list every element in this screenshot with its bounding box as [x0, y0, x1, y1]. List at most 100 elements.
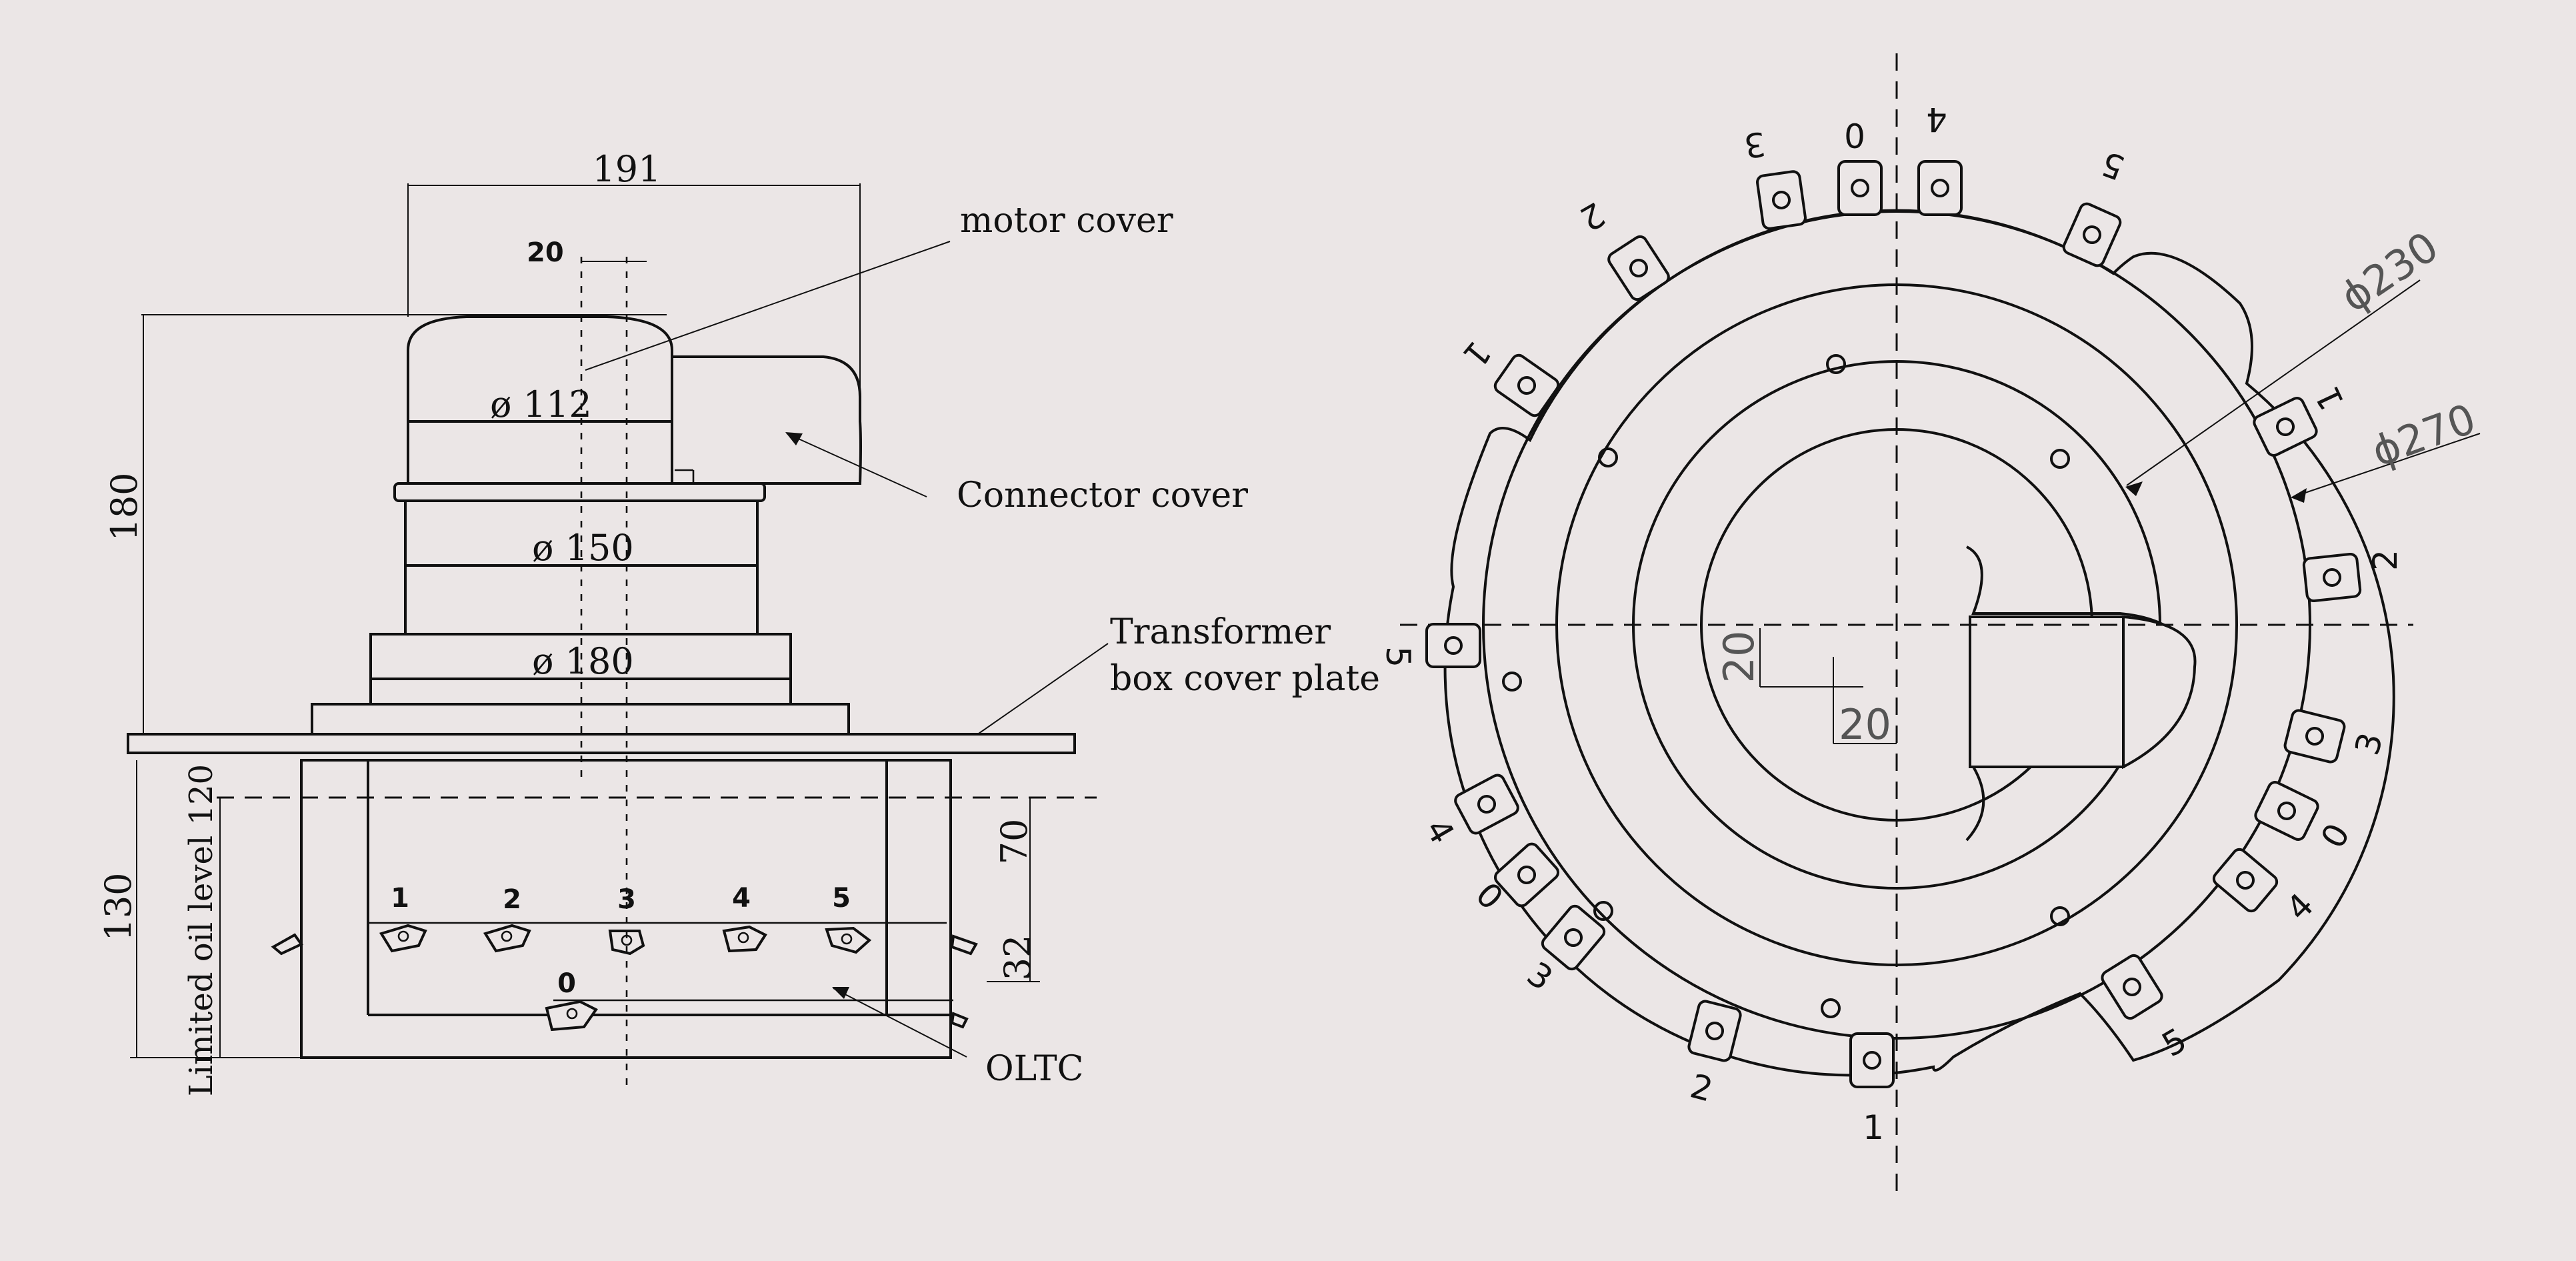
tap-contact: [608, 930, 645, 956]
lug-hole: [1564, 928, 1583, 947]
terminal-lug: [2253, 397, 2318, 457]
terminal-lug: [2101, 954, 2163, 1020]
dim-32-label: 32: [997, 935, 1039, 981]
dim-180-label: 180: [103, 472, 145, 541]
tap-label-0: 0: [557, 968, 576, 999]
tap-label-2: 2: [503, 884, 521, 915]
dim-d112: ø 112: [490, 383, 592, 425]
side-lug: [950, 934, 978, 956]
arrow: [832, 987, 849, 999]
terminal-lug: [2062, 202, 2122, 267]
lug-hole: [1477, 795, 1496, 814]
dim-d150: ø 150: [532, 527, 634, 569]
dim-d180: ø 180: [532, 640, 634, 682]
terminal-lug: [1425, 623, 1481, 668]
lug-hole: [2123, 978, 2141, 996]
callout-transformer: Transformer: [1110, 612, 1331, 652]
dim-d230-label: ϕ230: [2332, 222, 2447, 322]
terminal-label-1: 1: [1455, 333, 1499, 375]
dim-offset-v-label: 20: [1715, 631, 1763, 684]
callout-motor-cover: motor cover: [960, 201, 1173, 241]
terminal-lug: [1454, 774, 1519, 835]
terminal-lug: [1849, 1032, 1895, 1088]
side-view: 191 20 ø 112 ø 150 ø 180 180 130 Limited…: [97, 148, 1380, 1096]
terminal-lug: [1837, 160, 1883, 216]
terminal-lug: [1493, 842, 1560, 908]
top-view: 20 20 ϕ230 ϕ270: [1379, 53, 2482, 1194]
bolt-hole: [2050, 906, 2070, 926]
terminal-label-2: 2: [1573, 195, 1611, 239]
tap-label-5: 5: [832, 883, 851, 914]
side-lug: [950, 1012, 969, 1029]
lug-hole: [2323, 568, 2341, 587]
lug-hole: [1863, 1051, 1881, 1070]
dim-130-label: 130: [97, 872, 139, 941]
terminal-label-4: 4: [1926, 100, 1947, 139]
arrow: [785, 432, 803, 445]
dim-offset-h-label: 20: [1839, 700, 1891, 749]
motor-cover: [407, 315, 673, 483]
tap-contact: [379, 924, 427, 953]
cover-plate: [127, 733, 1076, 754]
lug-hole: [1517, 866, 1536, 884]
dim-d270-label: ϕ270: [2365, 394, 2482, 476]
terminal-lug: [2212, 848, 2279, 913]
leader-d230: [2126, 279, 2421, 486]
terminal-label-4-right: 4: [2279, 886, 2321, 928]
lug-hole: [2276, 417, 2295, 436]
callout-box-cover-plate: box cover plate: [1110, 659, 1380, 699]
contact-hole: [566, 1008, 578, 1020]
lug-hole: [1851, 179, 1869, 197]
terminal-lug: [1687, 1000, 1742, 1062]
terminal-lug: [1541, 904, 1606, 971]
leader-motor-cover: [585, 241, 951, 371]
bolt-hole: [2050, 449, 2070, 469]
terminal-lug: [2302, 552, 2362, 603]
terminal-label-3: 3: [1742, 124, 1769, 165]
terminal-label-2-bottom: 2: [1687, 1066, 1717, 1109]
terminal-label-1-bottom: 1: [1863, 1108, 1884, 1147]
callout-connector-cover: Connector cover: [957, 475, 1248, 515]
leader-d270: [2293, 433, 2481, 497]
leader-connector-cover: [786, 433, 927, 497]
arrow: [2125, 481, 2143, 496]
contact-hole: [737, 932, 749, 944]
lug-hole: [1705, 1022, 1724, 1040]
bolt-hole: [1593, 901, 1613, 921]
terminal-lug: [1756, 170, 1807, 230]
leader-oltc: [833, 988, 967, 1058]
terminal-lug: [2283, 709, 2346, 764]
lug-hole: [2236, 871, 2255, 890]
bolt-holes: [1502, 354, 2070, 1018]
leader-cover-plate: [978, 643, 1109, 734]
dim-70-label: 70: [993, 819, 1035, 865]
terminal-label-5-bottom: 5: [2155, 1020, 2193, 1064]
lug-hole: [2305, 727, 2324, 746]
lug-hole: [2277, 802, 2296, 820]
terminal-lug: [2254, 781, 2319, 841]
tap-contact: [545, 1000, 598, 1032]
contact-hole: [841, 933, 853, 945]
terminal-label-5-left: 5: [1379, 646, 1417, 668]
contact-hole: [397, 930, 409, 942]
lug-hole: [1444, 636, 1463, 655]
lug-hole: [1629, 259, 1648, 277]
bolt-hole: [1598, 447, 1618, 467]
lug-hole: [1772, 191, 1791, 209]
terminal-lug: [1493, 353, 1560, 417]
terminal-lug: [1917, 160, 1963, 216]
tap-contact: [825, 926, 872, 954]
flange-top: [393, 482, 766, 502]
terminal-label-3-right: 3: [2347, 729, 2390, 760]
bolt-hole: [1502, 672, 1522, 692]
callout-oltc: OLTC: [985, 1049, 1083, 1089]
terminal-label-1-right: 1: [2308, 381, 2352, 416]
terminal-label-0-right: 0: [2313, 817, 2357, 855]
terminal-label-0: 0: [1844, 117, 1865, 156]
oil-level-label: Limited oil level 120: [183, 764, 220, 1096]
contact-hole: [501, 930, 513, 942]
base-flange: [311, 703, 850, 736]
lug-hole: [1517, 376, 1536, 395]
